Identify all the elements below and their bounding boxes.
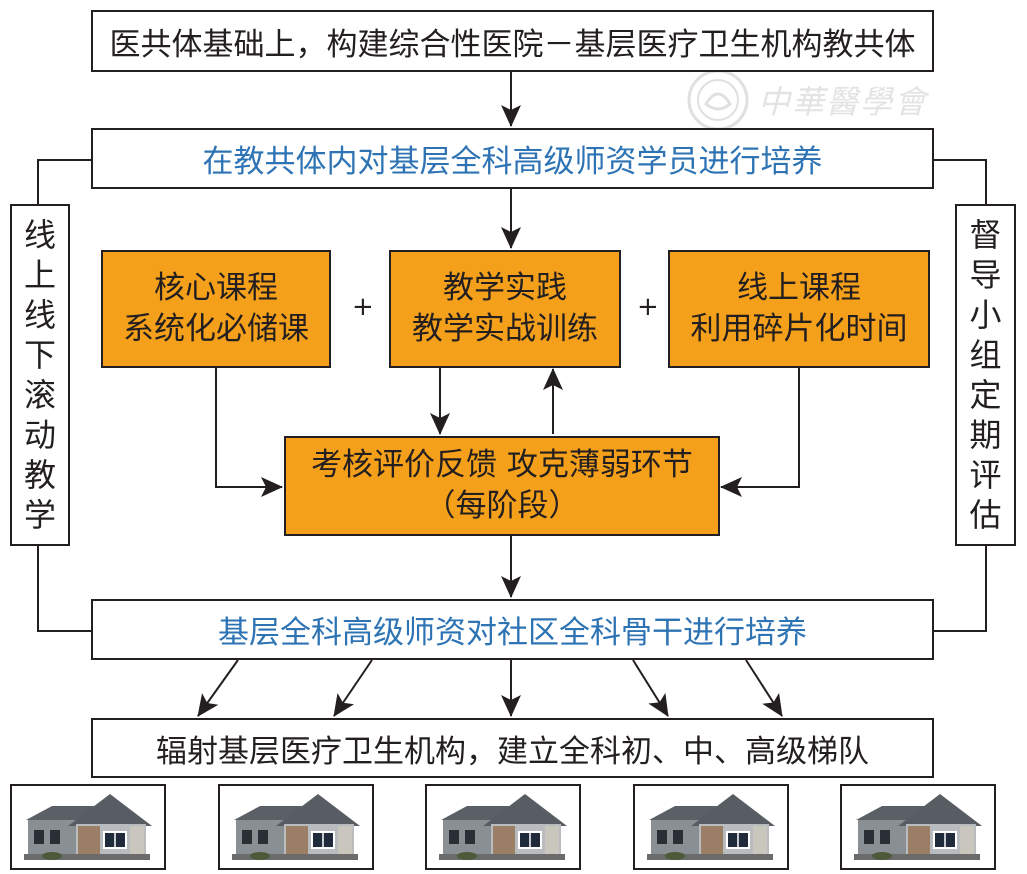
- online-course-desc: 利用碎片化时间: [690, 311, 908, 347]
- assessment-title: 考核评价反馈 攻克薄弱环节: [311, 447, 693, 483]
- left-loop-top: [37, 159, 92, 204]
- community-training-box: 基层全科高级师资对社区全科骨干进行培养: [91, 599, 934, 660]
- house-image: [10, 784, 166, 870]
- house-image: [425, 784, 581, 870]
- assessment-box: 考核评价反馈 攻克薄弱环节 （每阶段）: [284, 436, 720, 536]
- watermark-seal-icon: [687, 69, 749, 131]
- core-course-box: 核心课程 系统化必储课: [101, 250, 331, 368]
- top-consortium-box: 医共体基础上，构建综合性医院－基层医疗卫生机构教共体: [91, 10, 934, 72]
- arrow-fan-5: [745, 659, 783, 717]
- plus-sign-1: +: [352, 292, 374, 322]
- house-image: [218, 784, 374, 870]
- plus-sign-2: +: [637, 292, 659, 322]
- house-image: [633, 784, 789, 870]
- arrow-fan-2: [333, 659, 373, 717]
- core-course-title: 核心课程: [154, 270, 278, 306]
- trainee-training-box: 在教共体内对基层全科高级师资学员进行培养: [91, 128, 934, 189]
- core-course-desc: 系统化必储课: [123, 311, 309, 347]
- teaching-practice-desc: 教学实战训练: [412, 311, 598, 347]
- arrow-online-to-assessment: [720, 368, 800, 497]
- assessment-note: （每阶段）: [424, 488, 580, 524]
- left-vertical-box: 线上 线下 滚动 教学: [10, 204, 70, 546]
- house-image: [840, 784, 996, 870]
- online-course-box: 线上课程 利用碎片化时间: [668, 250, 930, 368]
- right-loop-bottom: [932, 546, 987, 632]
- right-loop-top: [932, 159, 987, 204]
- right-vertical-box: 督导 小组 定期 评估: [955, 204, 1016, 546]
- bottom-radiation-box: 辐射基层医疗卫生机构，建立全科初、中、高级梯队: [91, 718, 934, 778]
- teaching-practice-box: 教学实践 教学实战训练: [389, 250, 621, 368]
- arrow-fan-4: [632, 659, 669, 717]
- arrow-fan-1: [197, 659, 239, 717]
- arrow-core-to-assessment: [215, 368, 283, 497]
- left-loop-bottom: [37, 546, 92, 632]
- online-course-title: 线上课程: [737, 270, 861, 306]
- watermark-logo: 中華醫學會: [686, 68, 928, 132]
- teaching-practice-title: 教学实践: [443, 270, 567, 306]
- watermark-text: 中華醫學會: [758, 83, 929, 121]
